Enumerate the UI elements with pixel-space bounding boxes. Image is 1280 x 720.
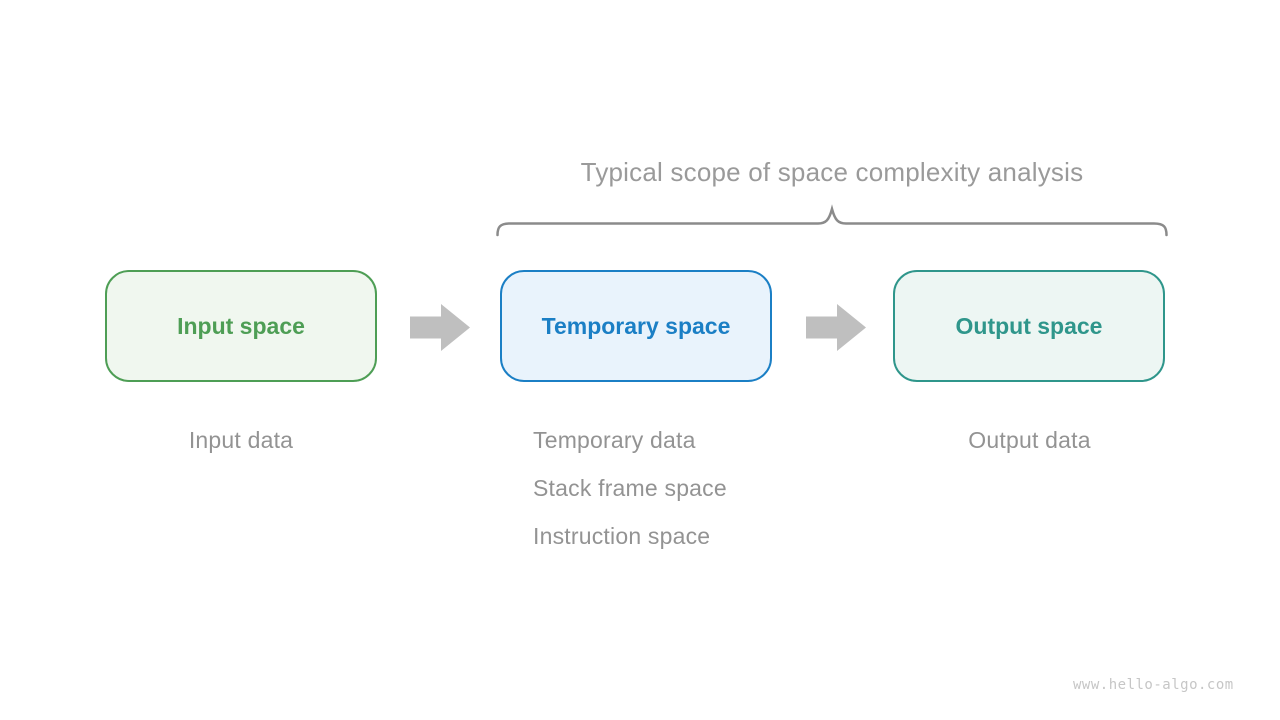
- right-arrow-icon: [410, 304, 470, 351]
- input-space-box: Input space: [105, 270, 377, 382]
- temporary-space-box: Temporary space: [500, 270, 772, 382]
- stack-frame-space-note: Stack frame space: [533, 475, 727, 501]
- output-space-box: Output space: [893, 270, 1165, 382]
- watermark-text: www.hello-algo.com: [1073, 677, 1234, 693]
- horizontal-curly-brace: [496, 204, 1168, 237]
- temporary-notes-list: Temporary data Stack frame space Instruc…: [533, 416, 727, 560]
- instruction-space-note: Instruction space: [533, 523, 711, 549]
- temporary-data-note: Temporary data: [533, 427, 696, 453]
- temporary-space-label: Temporary space: [541, 312, 731, 339]
- input-data-note: Input data: [188, 427, 294, 453]
- right-arrow-icon: [806, 304, 866, 351]
- diagram-title: Typical scope of space complexity analys…: [580, 157, 1084, 187]
- output-space-label: Output space: [955, 312, 1103, 339]
- output-data-note: Output data: [968, 427, 1091, 453]
- input-space-label: Input space: [177, 312, 305, 339]
